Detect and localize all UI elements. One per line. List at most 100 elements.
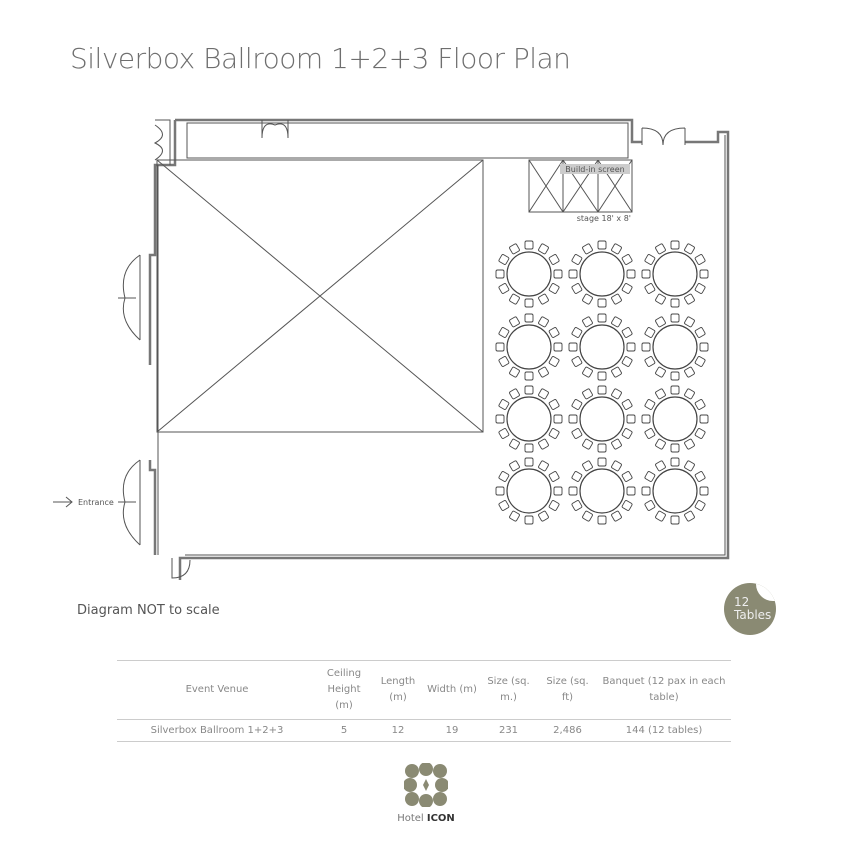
- chair: [655, 243, 666, 255]
- banquet-table: [641, 240, 709, 308]
- chair: [641, 269, 651, 279]
- chair: [626, 414, 636, 424]
- header-width: Width (m): [425, 660, 479, 720]
- header-ceiling: Ceiling Height (m): [317, 660, 371, 720]
- venue-table: Event Venue Ceiling Height (m) Length (m…: [117, 660, 731, 742]
- cell-size-sqm: 231: [479, 719, 538, 742]
- chair: [597, 515, 607, 525]
- chair: [621, 327, 633, 338]
- banquet-table: [568, 457, 636, 525]
- chair: [670, 443, 680, 453]
- chair: [694, 471, 706, 482]
- chair: [597, 313, 607, 323]
- banquet-table: [495, 457, 563, 525]
- cell-banquet: 144 (12 tables): [597, 719, 731, 742]
- chair: [568, 269, 578, 279]
- cell-ceiling: 5: [317, 719, 371, 742]
- chair: [495, 342, 505, 352]
- chair: [571, 428, 583, 439]
- header-size-sqft: Size (sq. ft): [538, 660, 597, 720]
- chair: [655, 366, 666, 378]
- chair: [694, 327, 706, 338]
- cell-venue: Silverbox Ballroom 1+2+3: [117, 719, 317, 742]
- chair: [553, 342, 563, 352]
- chair: [548, 356, 560, 367]
- chair: [694, 356, 706, 367]
- chair: [655, 293, 666, 305]
- chair: [621, 356, 633, 367]
- chair: [670, 298, 680, 308]
- chair: [524, 385, 534, 395]
- entrance-label: Entrance: [78, 498, 114, 507]
- chair: [538, 388, 549, 400]
- chair: [524, 371, 534, 381]
- banquet-table: [568, 313, 636, 381]
- chair: [641, 414, 651, 424]
- chair: [694, 283, 706, 294]
- chair: [684, 243, 695, 255]
- chair: [498, 500, 510, 511]
- chair: [621, 399, 633, 410]
- chair: [582, 438, 593, 450]
- scale-note: Diagram NOT to scale: [77, 603, 220, 618]
- chair: [538, 316, 549, 328]
- chair: [611, 366, 622, 378]
- chair: [699, 342, 709, 352]
- badge-count: 12: [734, 595, 750, 609]
- brand-prefix: Hotel: [397, 813, 424, 824]
- chair: [524, 313, 534, 323]
- chair: [597, 385, 607, 395]
- chair: [548, 283, 560, 294]
- chair: [548, 399, 560, 410]
- tables-badge: 12 Tables: [724, 583, 776, 635]
- chair: [495, 414, 505, 424]
- chair: [694, 500, 706, 511]
- door-right-top: [641, 127, 686, 146]
- chair: [498, 399, 510, 410]
- chair: [597, 371, 607, 381]
- chair: [548, 471, 560, 482]
- chair: [655, 316, 666, 328]
- chair: [582, 460, 593, 472]
- chair: [626, 269, 636, 279]
- door-left-top: [153, 119, 171, 165]
- floor-plan: Build-in screen stage 18' x 8' Entrance: [53, 118, 730, 580]
- chair: [548, 254, 560, 265]
- chair: [684, 438, 695, 450]
- chair: [509, 316, 520, 328]
- chair: [644, 428, 656, 439]
- chair: [495, 269, 505, 279]
- chair: [538, 293, 549, 305]
- stage-label: stage 18' x 8': [577, 214, 631, 223]
- chair: [699, 269, 709, 279]
- chair: [644, 471, 656, 482]
- chair: [641, 486, 651, 496]
- chair: [641, 342, 651, 352]
- chair: [568, 414, 578, 424]
- chair: [582, 316, 593, 328]
- door-bottom: [171, 558, 191, 579]
- chair: [694, 399, 706, 410]
- chair: [670, 515, 680, 525]
- chair: [548, 428, 560, 439]
- chair: [498, 356, 510, 367]
- banquet-table: [641, 457, 709, 525]
- chair: [699, 486, 709, 496]
- chair: [670, 240, 680, 250]
- chair: [571, 327, 583, 338]
- chair: [571, 283, 583, 294]
- chair: [538, 243, 549, 255]
- chair: [571, 399, 583, 410]
- chair: [498, 428, 510, 439]
- chair: [621, 283, 633, 294]
- chair: [694, 428, 706, 439]
- stage: [528, 159, 633, 213]
- chair: [498, 327, 510, 338]
- cell-size-sqft: 2,486: [538, 719, 597, 742]
- chair: [611, 388, 622, 400]
- header-banquet: Banquet (12 pax in each table): [597, 660, 731, 720]
- chair: [538, 366, 549, 378]
- chair: [509, 460, 520, 472]
- badge-label: Tables: [734, 608, 772, 622]
